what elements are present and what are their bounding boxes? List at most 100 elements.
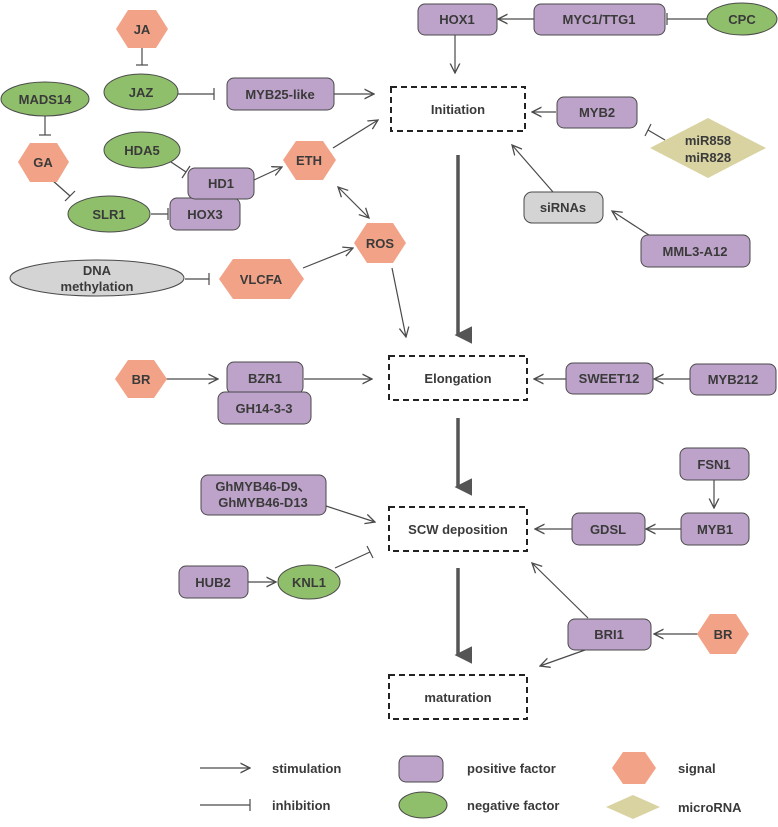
stage-maturation-label: maturation (424, 690, 491, 705)
svg-text:MYB2: MYB2 (579, 105, 615, 120)
legend-inhibition-label: inhibition (272, 798, 331, 813)
stage-initiation-label: Initiation (431, 102, 485, 117)
node-myb2: MYB2 (556, 96, 638, 129)
svg-text:HUB2: HUB2 (195, 575, 230, 590)
svg-text:HOX3: HOX3 (187, 207, 222, 222)
svg-text:siRNAs: siRNAs (540, 200, 586, 215)
svg-text:MADS14: MADS14 (19, 92, 73, 107)
svg-text:BZR1: BZR1 (248, 371, 282, 386)
stage-maturation: maturation (388, 674, 528, 720)
node-myb25-like: MYB25-like (226, 77, 335, 111)
edge-mir-myb2-bar (644, 123, 652, 137)
node-ga: GA (18, 143, 69, 182)
stage-scw-deposition: SCW deposition (388, 506, 528, 552)
node-myb1: MYB1 (680, 512, 750, 546)
node-myb212: MYB212 (689, 363, 777, 396)
svg-text:GDSL: GDSL (590, 522, 626, 537)
node-hub2: HUB2 (178, 565, 249, 599)
svg-text:HDA5: HDA5 (124, 143, 159, 158)
edge-eth-ros (338, 187, 369, 218)
svg-text:MYB25-like: MYB25-like (245, 87, 314, 102)
svg-text:JA: JA (134, 22, 151, 37)
mir858-label: miR858 (685, 133, 731, 148)
methylation-label: methylation (61, 279, 134, 294)
legend-signal-label: signal (678, 761, 716, 776)
svg-text:GH14-3-3: GH14-3-3 (235, 401, 292, 416)
node-mir858-mir828: miR858 miR828 (650, 118, 766, 178)
node-ros: ROS (354, 223, 406, 263)
legend-positive-swatch (398, 755, 444, 783)
edge-ghmyb46-scw (325, 505, 375, 522)
stage-elongation-label: Elongation (424, 371, 491, 386)
svg-text:HD1: HD1 (208, 176, 234, 191)
svg-text:SWEET12: SWEET12 (579, 371, 640, 386)
legend-microrna-label: microRNA (678, 800, 742, 815)
svg-text:VLCFA: VLCFA (240, 272, 283, 287)
node-mads14: MADS14 (0, 81, 90, 117)
legend-positive-label: positive factor (467, 761, 556, 776)
legend: stimulation inhibition positive factor n… (200, 752, 742, 819)
node-slr1: SLR1 (67, 195, 151, 233)
node-br-elongation: BR (115, 360, 167, 398)
node-bri1: BRI1 (567, 618, 652, 651)
edge-mir-myb2 (647, 129, 666, 141)
edge-ga-slr1-bar (64, 190, 76, 202)
svg-text:BRI1: BRI1 (594, 627, 624, 642)
svg-text:FSN1: FSN1 (697, 457, 730, 472)
edge-knl1-scw-bar (366, 545, 374, 559)
node-hda5: HDA5 (103, 131, 181, 169)
ghmyb46-d13-label: GhMYB46-D13 (218, 495, 308, 510)
node-vlcfa: VLCFA (219, 259, 304, 299)
svg-text:ROS: ROS (366, 236, 395, 251)
node-br-scw: BR (697, 614, 749, 654)
svg-text:MYB212: MYB212 (708, 372, 759, 387)
node-mml3-a12: MML3-A12 (640, 234, 751, 268)
stage-scw-label: SCW deposition (408, 522, 508, 537)
stage-initiation: Initiation (390, 86, 526, 132)
node-jaz: JAZ (103, 73, 179, 111)
node-gh14-3-3: GH14-3-3 (217, 391, 312, 425)
node-dna-methylation: DNA methylation (9, 259, 185, 297)
node-cpc: CPC (706, 2, 778, 36)
svg-text:JAZ: JAZ (129, 85, 154, 100)
svg-text:KNL1: KNL1 (292, 575, 326, 590)
svg-text:ETH: ETH (296, 153, 322, 168)
edge-bri1-scw (532, 563, 589, 619)
edge-mml3-sirnas (612, 211, 653, 238)
edge-bri1-maturation (540, 649, 586, 666)
svg-text:GA: GA (33, 155, 53, 170)
node-sirnas: siRNAs (523, 191, 604, 224)
legend-negative-swatch (398, 791, 448, 819)
node-knl1: KNL1 (277, 564, 341, 600)
svg-text:SLR1: SLR1 (92, 207, 125, 222)
node-myc1-ttg1: MYC1/TTG1 (533, 3, 666, 36)
svg-text:MML3-A12: MML3-A12 (662, 244, 727, 259)
node-hox3: HOX3 (169, 197, 241, 231)
mir828-label: miR828 (685, 150, 731, 165)
svg-text:MYC1/TTG1: MYC1/TTG1 (563, 12, 636, 27)
node-sweet12: SWEET12 (565, 362, 654, 395)
svg-text:BR: BR (132, 372, 151, 387)
edge-hd1-eth (253, 167, 282, 181)
node-hox1: HOX1 (417, 3, 498, 36)
svg-text:CPC: CPC (728, 12, 756, 27)
node-bzr1: BZR1 (226, 361, 304, 395)
edge-sirnas-initiation (512, 145, 554, 193)
legend-signal-swatch (612, 752, 656, 784)
edge-eth-initiation (332, 120, 378, 149)
edge-hda5-hd1-bar (181, 165, 191, 179)
legend-microrna-swatch (606, 795, 660, 819)
svg-text:BR: BR (714, 627, 733, 642)
svg-text:MYB1: MYB1 (697, 522, 733, 537)
legend-negative-label: negative factor (467, 798, 559, 813)
stage-elongation: Elongation (388, 355, 528, 401)
node-hd1: HD1 (187, 167, 255, 200)
svg-text:HOX1: HOX1 (439, 12, 474, 27)
dna-label: DNA (83, 263, 112, 278)
legend-stimulation-label: stimulation (272, 761, 341, 776)
node-gdsl: GDSL (571, 512, 646, 546)
node-ghmyb46: GhMYB46-D9、 GhMYB46-D13 (200, 474, 327, 516)
edge-ros-elongation (391, 267, 406, 337)
